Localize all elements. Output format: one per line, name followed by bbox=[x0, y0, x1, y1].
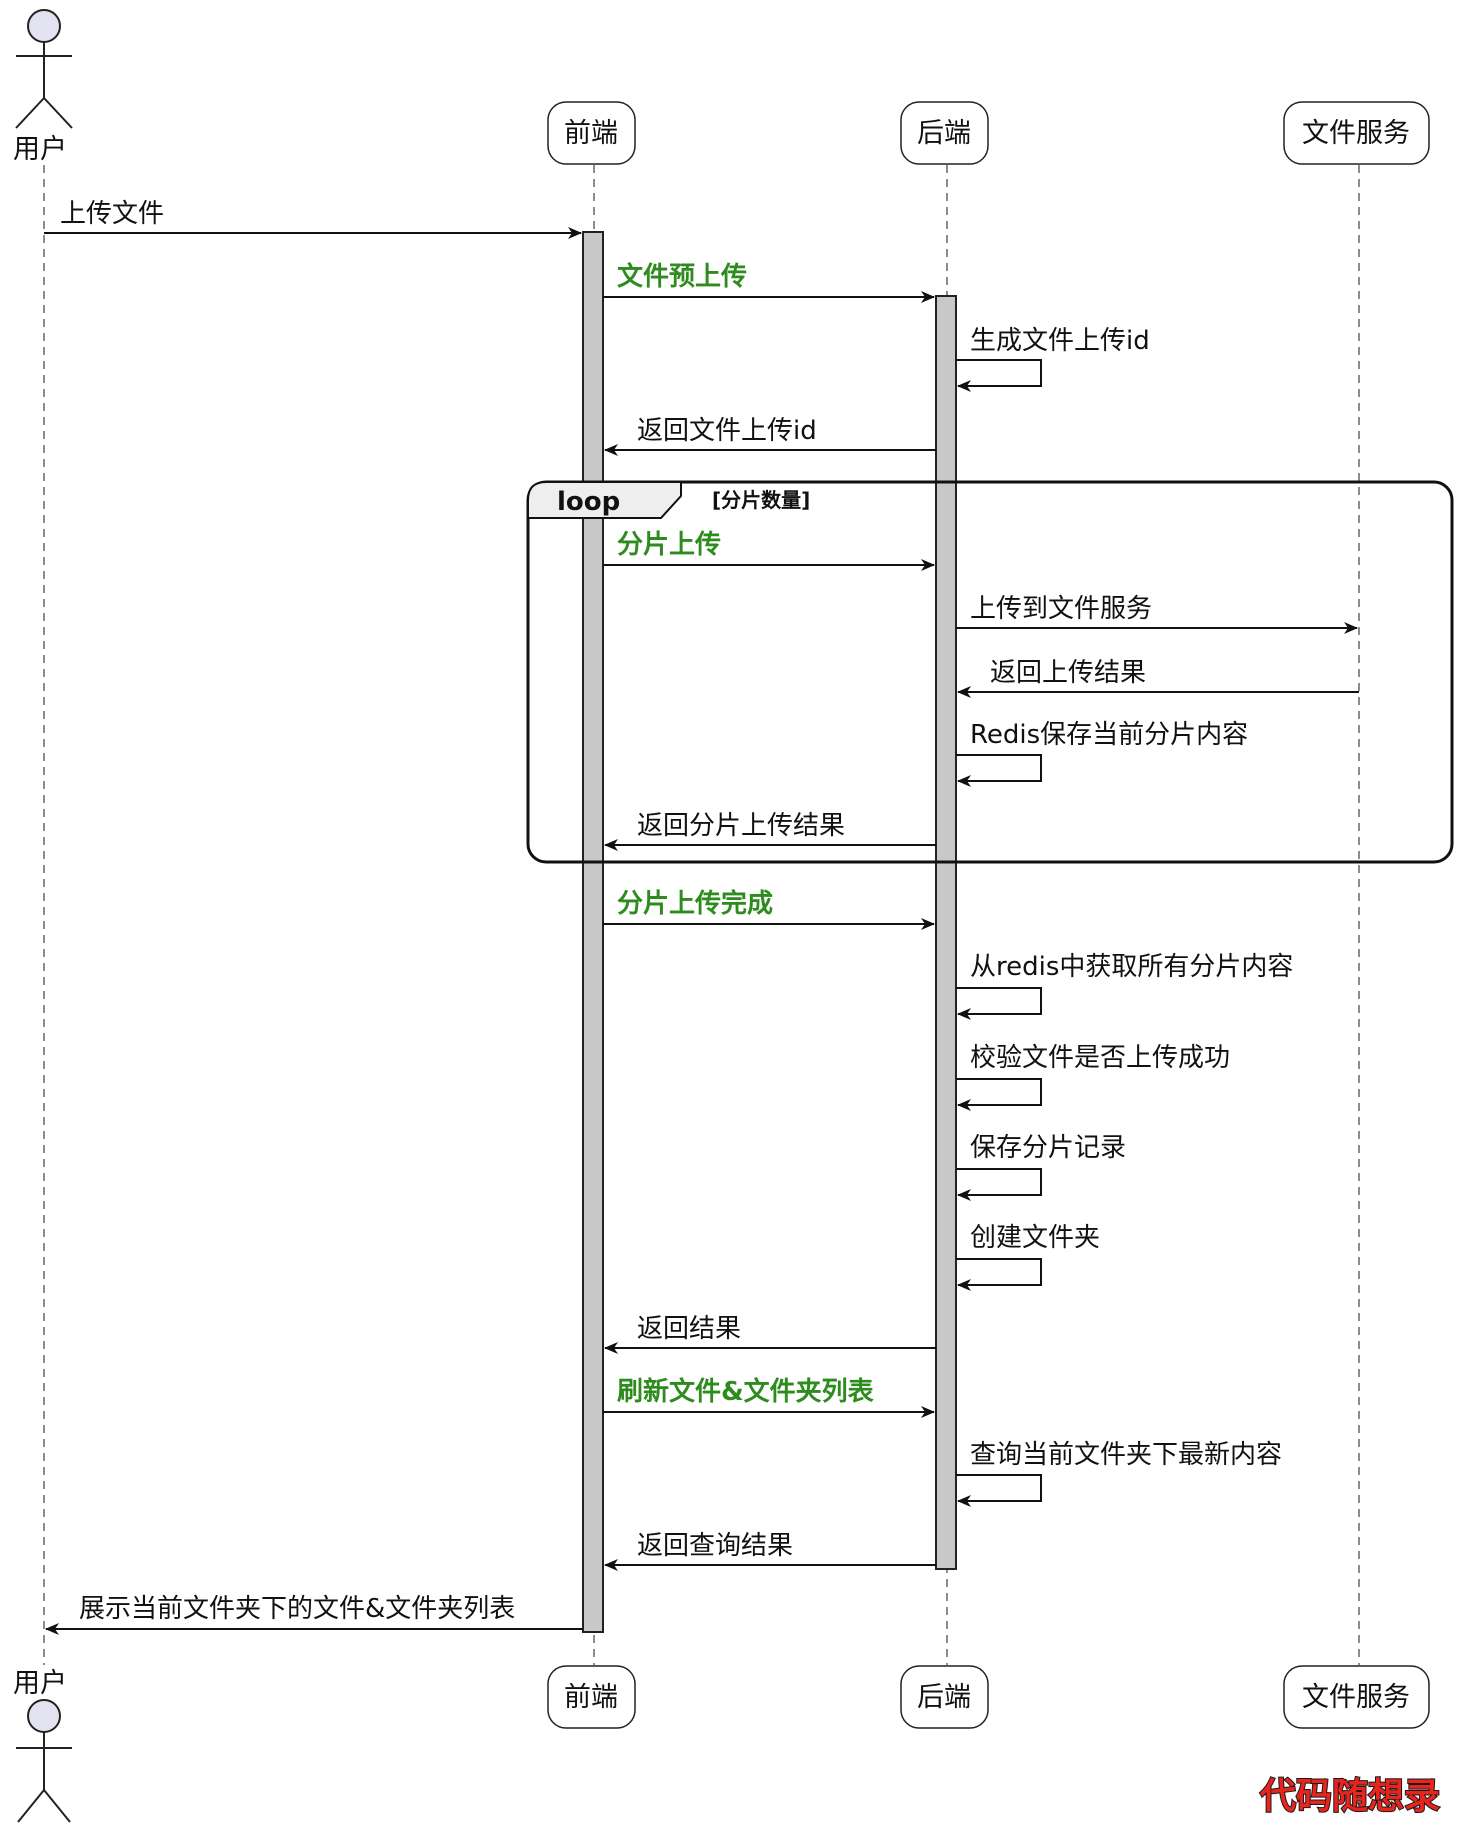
message-label: 文件预上传 bbox=[617, 261, 747, 292]
message-create-folder: 创建文件夹 bbox=[956, 1223, 1100, 1291]
message-get-chunks-from-redis: 从redis中获取所有分片内容 bbox=[956, 952, 1293, 1020]
participant-label-backend: 后端 bbox=[917, 118, 971, 149]
participant-frontend-top: 前端 bbox=[547, 101, 636, 165]
participant-label-file-service: 文件服务 bbox=[1302, 118, 1410, 149]
actor-head-icon bbox=[27, 9, 61, 43]
message-refresh-list: 刷新文件&文件夹列表 bbox=[603, 1376, 935, 1418]
message-return-result: 返回结果 bbox=[604, 1314, 936, 1354]
message-label: 返回文件上传id bbox=[637, 416, 817, 446]
message-upload-file: 上传文件 bbox=[44, 199, 582, 239]
message-query-folder-content: 查询当前文件夹下最新内容 bbox=[956, 1440, 1282, 1507]
participant-backend-bottom: 后端 bbox=[900, 1665, 989, 1729]
message-label: 校验文件是否上传成功 bbox=[970, 1043, 1230, 1073]
message-verify-upload: 校验文件是否上传成功 bbox=[956, 1043, 1230, 1111]
message-return-query-result: 返回查询结果 bbox=[604, 1531, 936, 1571]
message-label: 上传文件 bbox=[60, 199, 164, 229]
participant-frontend-bottom: 前端 bbox=[547, 1665, 636, 1729]
message-redis-save-chunk: Redis保存当前分片内容 bbox=[956, 720, 1248, 787]
participant-label-frontend: 前端 bbox=[564, 118, 618, 149]
message-chunk-upload: 分片上传 bbox=[603, 530, 935, 571]
loop-label: loop bbox=[557, 487, 620, 517]
activation-backend bbox=[935, 295, 957, 1570]
loop-frame: loop [分片数量] bbox=[526, 480, 1454, 864]
actor-head-icon bbox=[27, 1699, 61, 1733]
message-label: 分片上传完成 bbox=[617, 888, 773, 919]
message-chunk-upload-complete: 分片上传完成 bbox=[603, 888, 935, 930]
participant-label-frontend: 前端 bbox=[564, 1682, 618, 1713]
message-label: 分片上传 bbox=[617, 530, 721, 560]
message-save-chunk-record: 保存分片记录 bbox=[956, 1133, 1126, 1201]
message-label: 返回结果 bbox=[637, 1314, 741, 1344]
message-label: 返回分片上传结果 bbox=[637, 811, 845, 841]
message-show-list: 展示当前文件夹下的文件&文件夹列表 bbox=[45, 1594, 583, 1635]
watermark-logo: 代码随想录 bbox=[1259, 1776, 1440, 1817]
message-label: 上传到文件服务 bbox=[970, 594, 1152, 624]
participant-file-service-bottom: 文件服务 bbox=[1283, 1665, 1430, 1729]
participant-file-service-top: 文件服务 bbox=[1283, 101, 1430, 165]
message-label: 查询当前文件夹下最新内容 bbox=[970, 1440, 1282, 1470]
message-return-upload-result: 返回上传结果 bbox=[957, 658, 1359, 698]
message-label: 创建文件夹 bbox=[970, 1223, 1100, 1253]
message-label: 返回查询结果 bbox=[637, 1531, 793, 1561]
participant-backend-top: 后端 bbox=[900, 101, 989, 165]
participant-label-backend: 后端 bbox=[917, 1682, 971, 1713]
participant-label-file-service: 文件服务 bbox=[1302, 1682, 1410, 1713]
message-generate-upload-id: 生成文件上传id bbox=[956, 326, 1150, 392]
message-label: 返回上传结果 bbox=[990, 658, 1146, 688]
loop-condition: [分片数量] bbox=[712, 488, 810, 512]
message-label: 展示当前文件夹下的文件&文件夹列表 bbox=[79, 1594, 515, 1624]
message-label: 保存分片记录 bbox=[970, 1133, 1126, 1163]
message-label: 刷新文件&文件夹列表 bbox=[617, 1376, 875, 1407]
participant-label-user: 用户 bbox=[13, 1668, 67, 1699]
actor-user-top: 用户 bbox=[13, 9, 73, 165]
participant-label-user: 用户 bbox=[13, 134, 67, 165]
message-label: 从redis中获取所有分片内容 bbox=[970, 952, 1293, 982]
message-label: 生成文件上传id bbox=[970, 326, 1150, 356]
actor-user-bottom: 用户 bbox=[13, 1668, 72, 1823]
message-upload-to-file-service: 上传到文件服务 bbox=[956, 594, 1358, 634]
message-return-upload-id: 返回文件上传id bbox=[604, 416, 936, 456]
activation-frontend bbox=[582, 231, 604, 1633]
message-label: Redis保存当前分片内容 bbox=[970, 720, 1248, 750]
message-pre-upload: 文件预上传 bbox=[603, 261, 935, 303]
message-return-chunk-result: 返回分片上传结果 bbox=[604, 811, 936, 851]
